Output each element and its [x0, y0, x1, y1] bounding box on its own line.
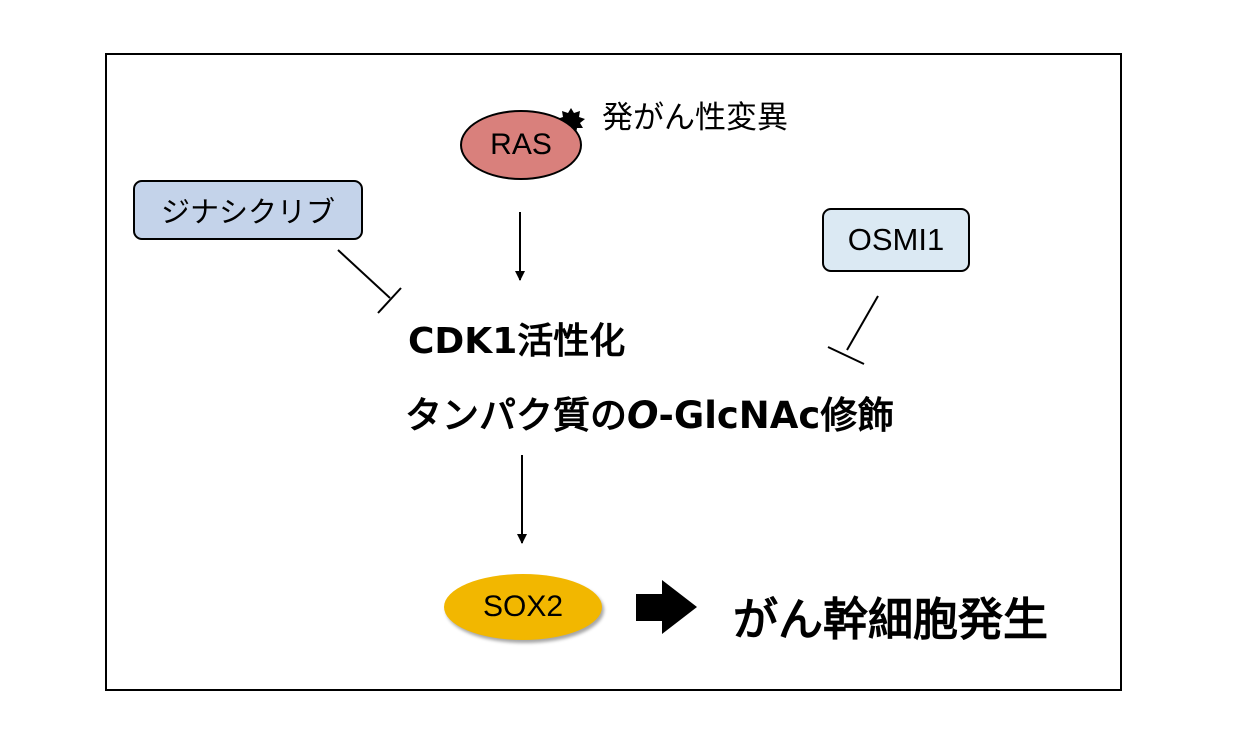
dinaciclib-label: ジナシクリブ: [160, 195, 335, 229]
mutation-label: 発がん性変異: [602, 100, 788, 136]
ras-node: RAS: [460, 110, 582, 180]
oglcnac-o: O: [627, 394, 659, 437]
outcome-label: がん幹細胞発生: [733, 593, 1049, 646]
oglcnac-modification-label: タンパク質のO-GlcNAc修飾: [405, 385, 894, 439]
diagram-frame: [105, 53, 1122, 691]
osmi1-node: OSMI1: [822, 208, 970, 272]
oglcnac-suffix: -GlcNAc修飾: [658, 394, 895, 437]
ras-label: RAS: [490, 128, 552, 161]
sox2-node: SOX2: [444, 574, 602, 640]
dinaciclib-inhibition-edge: [337, 249, 402, 314]
cdk1-activation-label: CDK1活性化: [408, 321, 626, 362]
osmi1-label: OSMI1: [847, 222, 945, 257]
osmi1-inhibition-edge: [827, 295, 879, 365]
sox2-label: SOX2: [482, 590, 564, 623]
block-arrow-right-icon: [636, 580, 697, 634]
dinaciclib-node: ジナシクリブ: [133, 180, 363, 240]
oglcnac-prefix: タンパク質の: [405, 394, 627, 437]
